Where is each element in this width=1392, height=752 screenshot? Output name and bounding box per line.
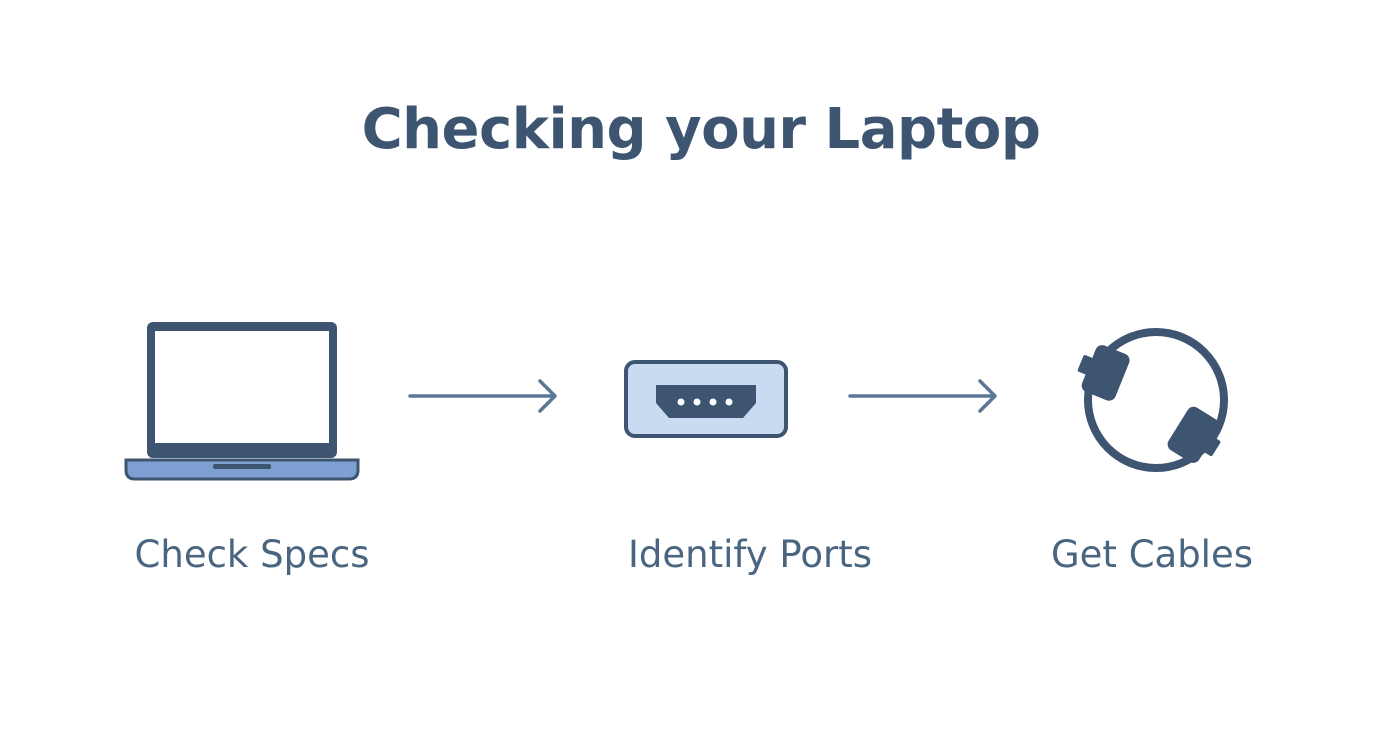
cable-icon [1077,328,1228,472]
step-label-get-cables: Get Cables [1050,533,1254,576]
page-title: Checking your Laptop [361,97,1041,162]
step-label-check-specs: Check Specs [134,533,370,576]
port-icon [624,360,788,438]
arrow-right-icon [408,379,557,413]
arrow-right-icon [848,379,997,413]
laptop-icon [124,322,360,481]
step-label-identify-ports: Identify Ports [627,533,873,576]
